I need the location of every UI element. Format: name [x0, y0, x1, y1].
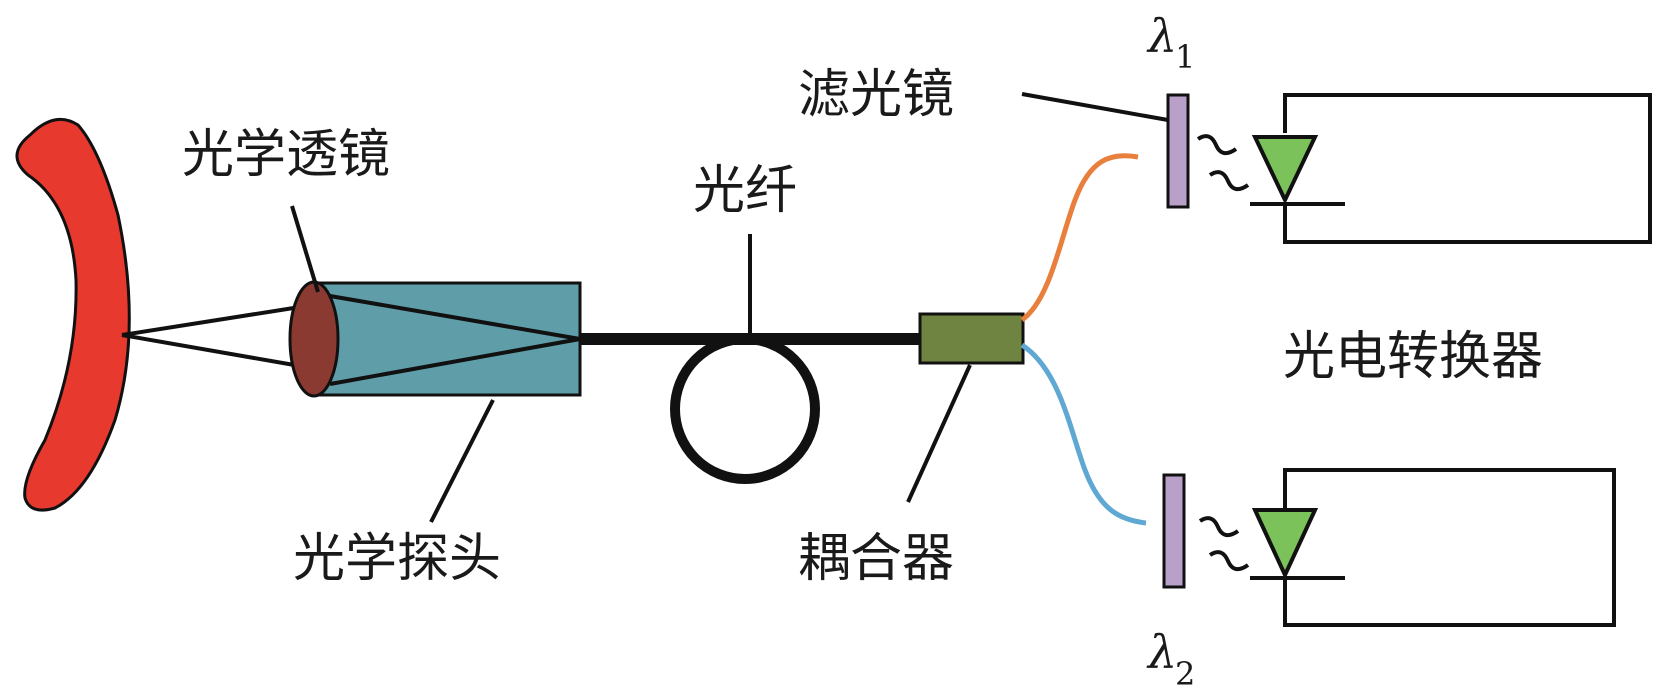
- label-fiber: 光纤: [693, 161, 797, 221]
- label-optical-lens: 光学透镜: [182, 125, 390, 185]
- filter-upper: [1166, 93, 1190, 209]
- fiber-coil: [670, 334, 820, 484]
- light-emission-lower: [1198, 516, 1250, 572]
- probe-internal-rays: [329, 294, 581, 386]
- incoming-light-rays: [121, 305, 301, 368]
- target-object: [15, 117, 131, 512]
- converter-box-upper: [1283, 93, 1652, 244]
- label-coupler: 耦合器: [798, 529, 954, 589]
- label-lambda2-subscript: 2: [1175, 655, 1195, 693]
- leader-lines: [290, 92, 1169, 523]
- fiber-branch-upper: [1020, 153, 1139, 323]
- label-lambda1-subscript: 1: [1175, 38, 1195, 76]
- converter-box-lower: [1283, 468, 1616, 627]
- fiber-branch-lower: [1020, 342, 1147, 526]
- label-photoelectric-converter: 光电转换器: [1283, 327, 1543, 387]
- photodiode-upper: [1251, 135, 1319, 205]
- optical-lens: [288, 280, 340, 398]
- label-filter: 滤光镜: [798, 65, 954, 125]
- filter-lower: [1162, 473, 1186, 589]
- light-emission-upper: [1196, 134, 1250, 192]
- coupler-box: [918, 312, 1025, 365]
- photodiode-lower: [1251, 508, 1319, 580]
- label-optical-probe: 光学探头: [293, 529, 501, 589]
- label-lambda1: λ: [1146, 9, 1177, 63]
- label-lambda2: λ: [1146, 625, 1177, 679]
